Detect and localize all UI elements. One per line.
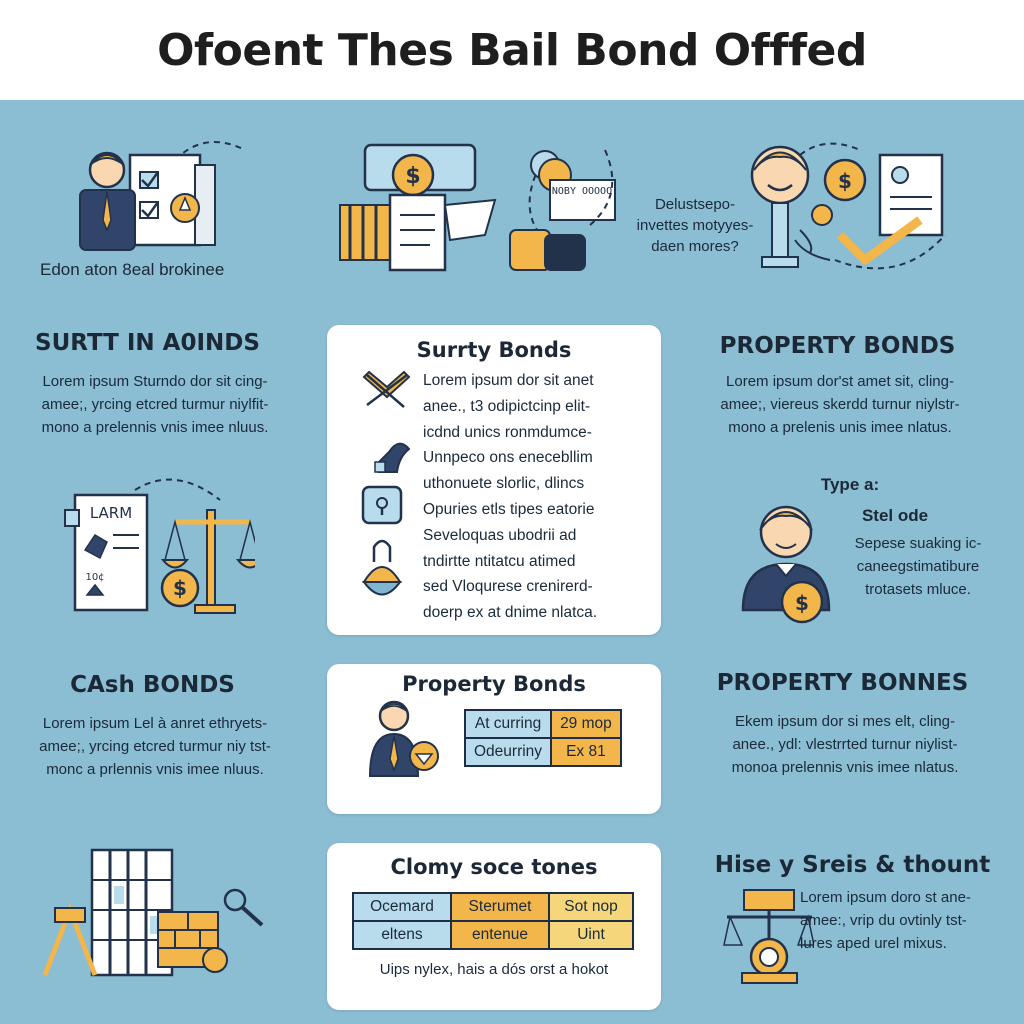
- text-line: sed Vloqurese crenirerd-: [423, 578, 593, 596]
- text-line: Lorem ipsum doro st ane-: [800, 889, 971, 906]
- text-line: Lorem ipsum dor sit anet: [423, 372, 594, 389]
- summary-table: Ocemard Sterumet Sot nop eltens entenue …: [352, 892, 634, 950]
- text-line: Unnpeco ons enecebllim: [423, 449, 593, 467]
- payment-process-illustration: $ NOBY OOOOO: [339, 143, 616, 272]
- businessman-coin-icon: [368, 700, 439, 777]
- advisor-contract-illustration: $: [750, 142, 946, 270]
- table-row: eltens entenue Uint: [352, 920, 634, 950]
- property-bonnes-heading: PROPERTY BONNES: [716, 670, 969, 696]
- bell-icon: [362, 539, 402, 596]
- hise-sreis-heading: Hise y Sreis & thount: [714, 852, 991, 878]
- table-cell: Ex 81: [550, 737, 622, 767]
- text-line: amee;, yrcing etcred turmur niy tst-: [39, 738, 271, 755]
- text-line: mono a prelenis unis imee nlatus.: [728, 419, 952, 436]
- text-line: icdnd unics ronmdumce-: [423, 423, 592, 441]
- svg-text:$: $: [173, 576, 187, 600]
- summary-card: Clomy soce tones Ocemard Sterumet Sot no…: [327, 843, 661, 1010]
- text-line: amee:, vrip du ovtinly tst-: [800, 912, 967, 929]
- table-cell: Sterumet: [450, 892, 550, 922]
- text-line: Opuries etls tipes eatorie: [423, 500, 595, 518]
- money-ticket-text: NOBY OOOOO: [552, 186, 612, 197]
- lock-icon: [361, 485, 403, 525]
- table-row: At curring 29 mop: [463, 709, 622, 739]
- table-cell: At curring: [463, 709, 553, 739]
- cash-bonds-text: Lorem ipsum Lel à anret ethryets- amee;,…: [5, 712, 305, 781]
- type-label: Type a:: [820, 475, 880, 494]
- text-line: caneegstimatibure: [856, 558, 980, 575]
- surety-bonds-card-title: Surrty Bonds: [416, 338, 572, 362]
- text-line: Ekem ipsum dor si mes elt, cling-: [734, 713, 956, 730]
- surety-section-heading: SURTT IN A0INDS: [35, 330, 260, 356]
- type-description: Sepese suaking ic- caneegstimatibure tro…: [828, 532, 1008, 601]
- table-row: Odeurriny Ex 81: [463, 737, 622, 767]
- text-line: Lorem ipsum dor'st amet sit, cling-: [726, 373, 954, 390]
- svg-text:$: $: [795, 591, 809, 615]
- building-construction-illustration: [42, 848, 264, 977]
- text-line: lures aped urel mixus.: [800, 935, 947, 952]
- document-small-text: 10¢: [85, 572, 104, 583]
- text-line: doerp ex at dnime nlatca.: [423, 604, 598, 622]
- table-row: Ocemard Sterumet Sot nop: [352, 892, 634, 922]
- table-cell: Ocemard: [352, 892, 452, 922]
- type-sub-label: Stel ode: [861, 506, 929, 525]
- advisor-caption-line: invettes motyyes-: [636, 217, 754, 234]
- text-line: tndirtte ntitatcu atimed: [423, 552, 576, 570]
- advisor-caption-line: Delustsepo-: [654, 196, 736, 213]
- broker-caption: Edon aton 8eal brokinee: [40, 260, 225, 279]
- text-line: anee., t3 odipictcinp elit-: [423, 397, 591, 415]
- table-cell: Sot nop: [548, 892, 634, 922]
- table-cell: Odeurriny: [463, 737, 553, 767]
- text-line: amee;, viereus skerdd turnur niylstr-: [720, 396, 960, 413]
- property-bonds-card: Property Bonds At curring 29 mop Odeurri…: [327, 664, 661, 814]
- surety-bonds-card-text: Lorem ipsum dor sit anet anee., t3 odipi…: [423, 368, 653, 626]
- text-line: trotasets mluce.: [865, 581, 971, 598]
- text-line: mono a prelennis vnis imee nluus.: [41, 419, 269, 436]
- svg-text:$: $: [838, 169, 852, 193]
- property-bonds-heading: PROPERTY BONDS: [719, 333, 956, 359]
- bird-icon: [374, 442, 411, 473]
- header-bar: Ofoent Thes Bail Bond Offfed: [0, 0, 1024, 100]
- property-bonds-text: Lorem ipsum dor'st amet sit, cling- amee…: [690, 370, 990, 439]
- summary-card-footer: Uips nylex, hais a dós orst a hokot: [379, 961, 609, 978]
- legal-scales-illustration: LARM 10¢ $: [64, 478, 255, 614]
- card-icon-column: [361, 370, 411, 596]
- table-cell: entenue: [450, 920, 550, 950]
- property-bonds-table: At curring 29 mop Odeurriny Ex 81: [463, 709, 622, 767]
- text-line: uthonuete slorlic, dlincs: [423, 475, 585, 493]
- surety-section-text: Lorem ipsum Sturndo dor sit cing- amee;,…: [5, 370, 305, 439]
- summary-card-title: Clomy soce tones: [390, 855, 598, 879]
- agent-portrait-illustration: $: [741, 505, 831, 624]
- text-line: Lorem ipsum Lel à anret ethryets-: [42, 715, 268, 732]
- text-line: anee., ydl: vlestrrted turnur niylist-: [732, 736, 958, 753]
- property-bonnes-text: Ekem ipsum dor si mes elt, cling- anee.,…: [690, 710, 1000, 779]
- table-cell: eltens: [352, 920, 452, 950]
- advisor-caption: Delustsepo- invettes motyyes- daen mores…: [600, 194, 790, 257]
- page-title: Ofoent Thes Bail Bond Offfed: [157, 24, 867, 76]
- svg-text:$: $: [405, 164, 420, 189]
- text-line: Seveloquas ubodrii ad: [423, 526, 577, 544]
- hise-sreis-text: Lorem ipsum doro st ane- amee:, vrip du …: [800, 886, 1000, 955]
- broker-document-illustration: [79, 141, 246, 251]
- text-line: monc a prlennis vnis imee nluus.: [46, 761, 264, 778]
- advisor-caption-line: daen mores?: [651, 238, 739, 255]
- text-line: amee;, yrcing etcred turmur niylfit-: [41, 396, 269, 413]
- tools-icon: [362, 370, 411, 408]
- surety-bonds-card: Surrty Bonds Lorem ipsum dor sit anet an…: [327, 325, 661, 635]
- table-cell: Uint: [548, 920, 634, 950]
- justice-scale-icon: [723, 889, 814, 984]
- cash-bonds-heading: CAsh BONDS: [70, 672, 235, 698]
- text-line: Sepese suaking ic-: [854, 535, 982, 552]
- text-line: Lorem ipsum Sturndo dor sit cing-: [42, 373, 268, 390]
- table-cell: 29 mop: [550, 709, 622, 739]
- document-label: LARM: [90, 504, 132, 522]
- text-line: monoa prelennis vnis imee nlatus.: [731, 759, 959, 776]
- property-bonds-card-title: Property Bonds: [402, 672, 586, 696]
